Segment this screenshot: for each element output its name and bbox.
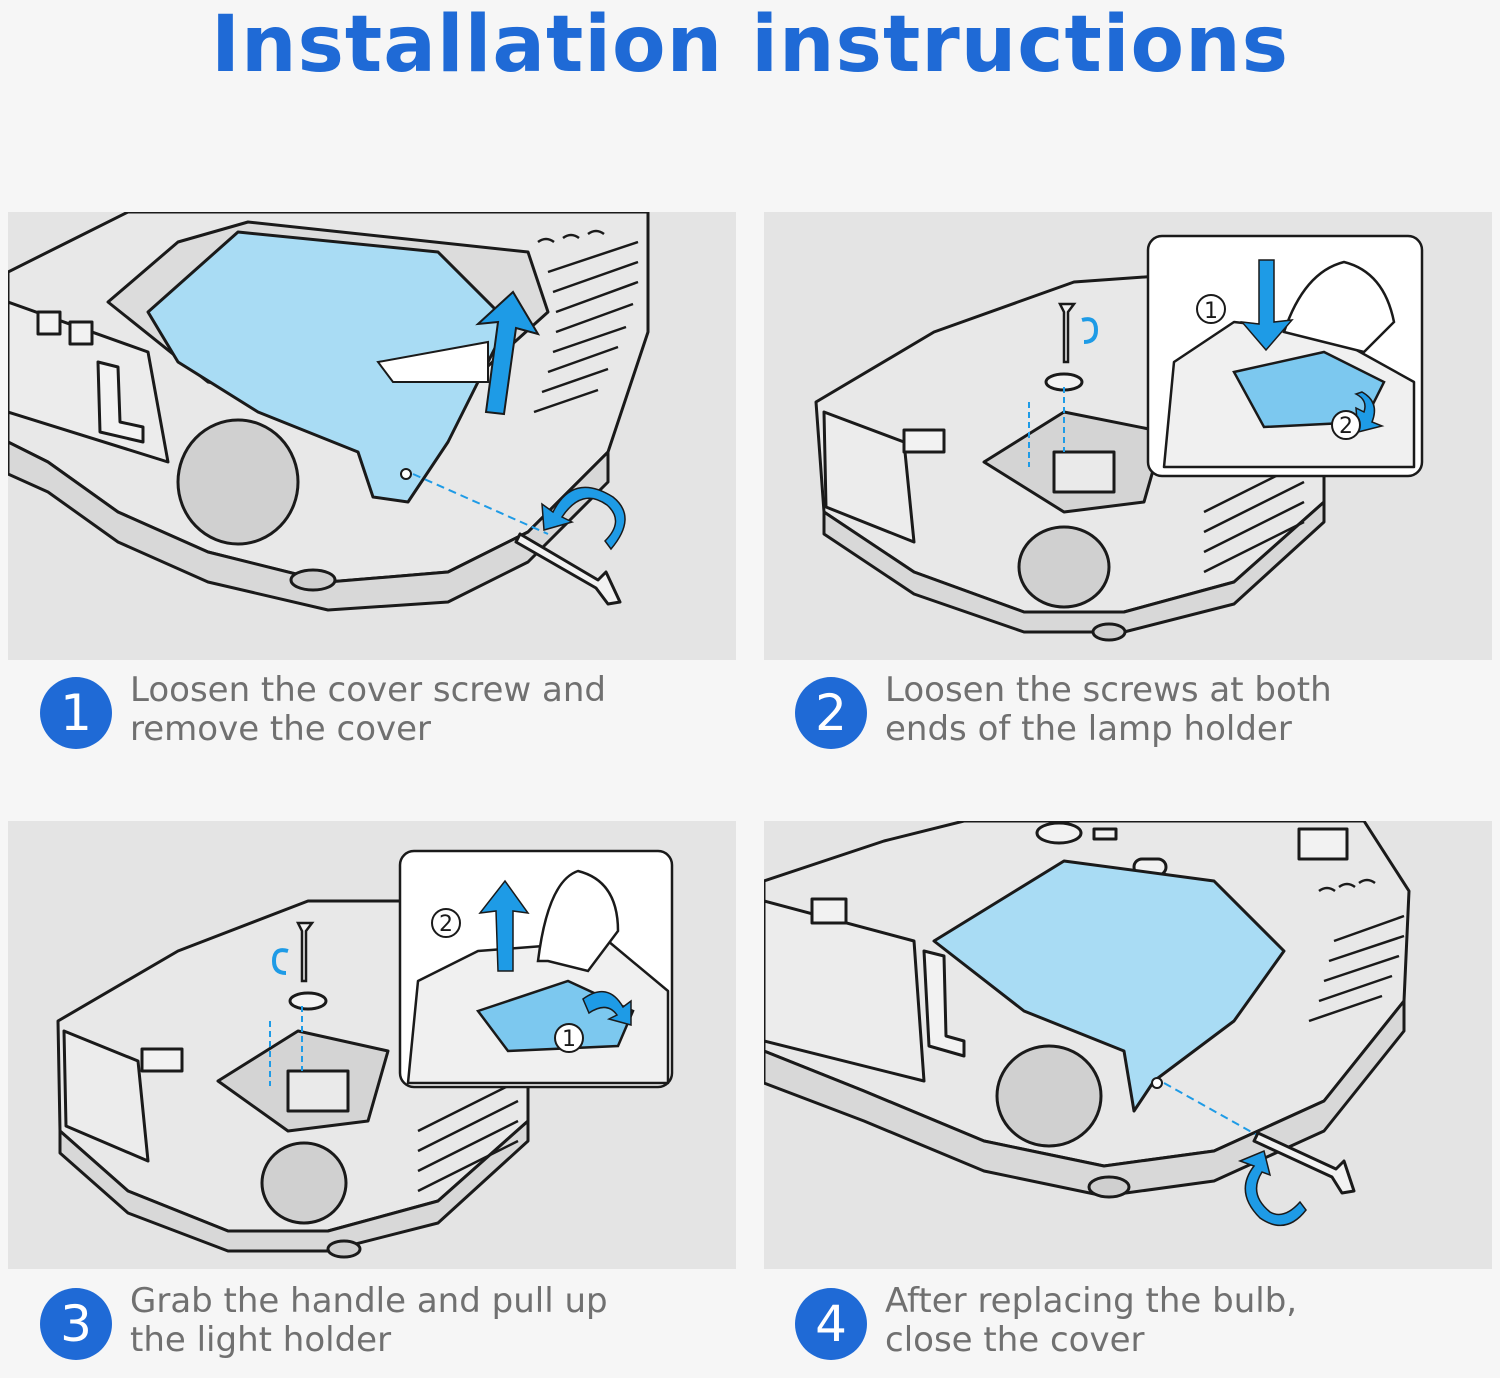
callout-1: 1 bbox=[562, 1027, 576, 1052]
step-4: 4 After replacing the bulb, close the co… bbox=[795, 1282, 1495, 1378]
step-number-badge: 4 bbox=[795, 1288, 867, 1360]
step-number-badge: 3 bbox=[40, 1288, 112, 1360]
step-4-illustration bbox=[764, 821, 1492, 1269]
callout-2: 2 bbox=[1339, 414, 1353, 439]
callout-2: 2 bbox=[439, 912, 453, 937]
lamp-holder-pull-illustration: 2 1 bbox=[56, 849, 674, 1259]
page-title: Installation instructions bbox=[210, 0, 1290, 90]
caption-line-2: the light holder bbox=[130, 1320, 392, 1360]
cover-closing-illustration bbox=[764, 821, 1411, 1227]
step-2: 2 Loosen the screws at both ends of the … bbox=[795, 671, 1495, 767]
step-2-illustration: 1 2 bbox=[764, 212, 1492, 660]
step-caption: Grab the handle and pull up the light ho… bbox=[130, 1282, 750, 1360]
caption-line-1: After replacing the bulb, bbox=[885, 1281, 1298, 1321]
caption-line-1: Loosen the screws at both bbox=[885, 670, 1332, 710]
caption-line-1: Loosen the cover screw and bbox=[130, 670, 606, 710]
caption-line-2: close the cover bbox=[885, 1320, 1145, 1360]
lamp-holder-screws-illustration: 1 2 bbox=[814, 234, 1424, 642]
caption-line-2: ends of the lamp holder bbox=[885, 709, 1292, 749]
projector-cover-removal-illustration bbox=[8, 212, 650, 612]
callout-1: 1 bbox=[1204, 299, 1218, 324]
step-caption: Loosen the screws at both ends of the la… bbox=[885, 671, 1500, 749]
step-1-illustration bbox=[8, 212, 736, 660]
step-number-badge: 1 bbox=[40, 677, 112, 749]
caption-line-1: Grab the handle and pull up bbox=[130, 1281, 608, 1321]
step-3-illustration: 2 1 bbox=[8, 821, 736, 1269]
step-1: 1 Loosen the cover screw and remove the … bbox=[40, 671, 740, 767]
step-3: 3 Grab the handle and pull up the light … bbox=[40, 1282, 740, 1378]
step-caption: Loosen the cover screw and remove the co… bbox=[130, 671, 750, 749]
step-number-badge: 2 bbox=[795, 677, 867, 749]
caption-line-2: remove the cover bbox=[130, 709, 432, 749]
step-caption: After replacing the bulb, close the cove… bbox=[885, 1282, 1500, 1360]
